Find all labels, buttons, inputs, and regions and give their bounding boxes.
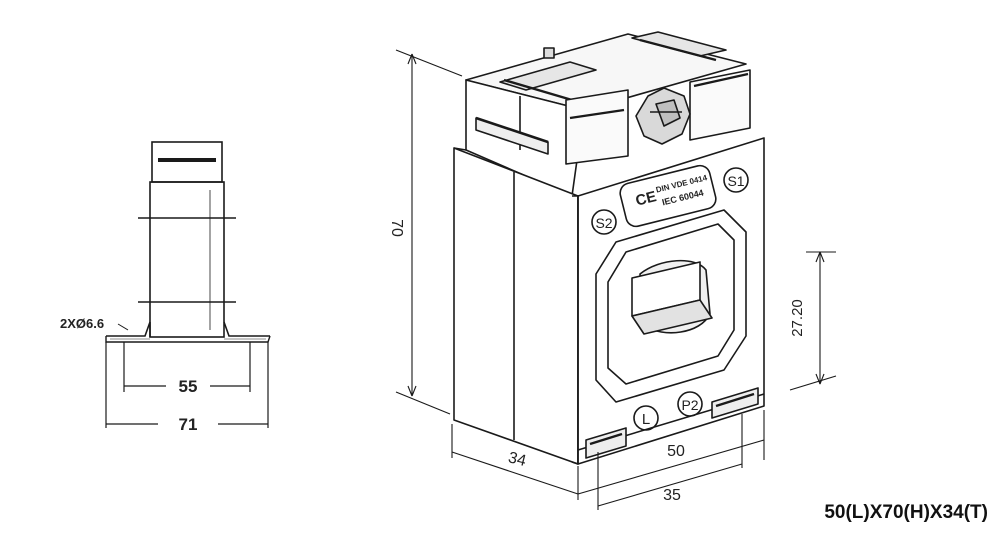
- p2-marker: [677, 391, 703, 417]
- side-view: [105, 141, 271, 428]
- dim-window-label: 27.20: [789, 299, 806, 337]
- p2-label: P2: [681, 397, 698, 413]
- iso-left-face: [453, 147, 579, 465]
- iso-view: [453, 31, 765, 465]
- side-mounting-feet: [106, 321, 270, 337]
- side-body: [149, 181, 225, 338]
- label-plate: [619, 164, 717, 228]
- dimension-caption: 50(L)X70(H)X34(T): [824, 502, 988, 523]
- s1-label: S1: [727, 173, 744, 189]
- ce-mark: CE: [634, 188, 658, 210]
- dim-foot-label: 35: [663, 487, 681, 504]
- window-frame-inner: [607, 223, 735, 385]
- dim-outer-label: 71: [179, 415, 198, 434]
- s2-marker: [591, 209, 617, 235]
- dim-inner-label: 55: [179, 377, 198, 396]
- s1-marker: [723, 167, 749, 193]
- s2-label: S2: [595, 215, 612, 231]
- dim-height-label: 70: [388, 219, 405, 237]
- dim-width-label: 50: [667, 443, 685, 460]
- hole-dimension-label: 2XØ6.6: [60, 316, 104, 331]
- iso-dimension-lines: [395, 49, 837, 510]
- dim-depth-label: 34: [506, 449, 527, 470]
- l-label: L: [642, 411, 650, 428]
- l-marker: [633, 405, 659, 431]
